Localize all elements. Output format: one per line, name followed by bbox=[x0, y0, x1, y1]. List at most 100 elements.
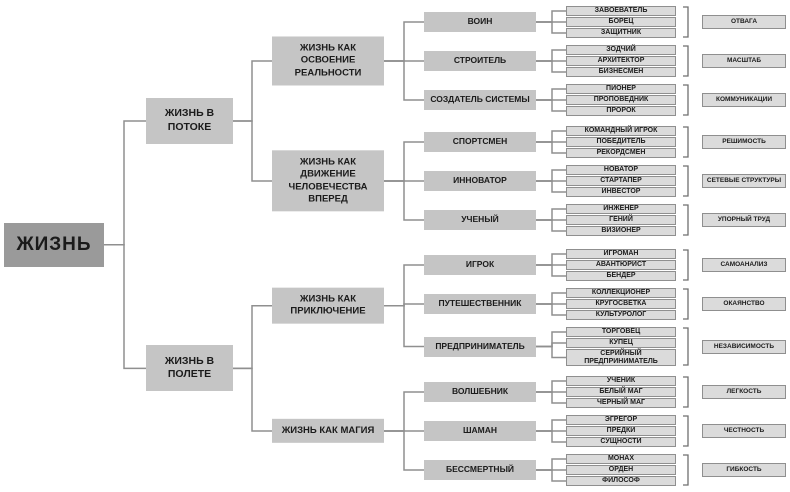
leaf-box: ИГРОМАН bbox=[566, 249, 676, 259]
role-box: СТРОИТЕЛЬ bbox=[424, 51, 536, 71]
connector-line bbox=[536, 419, 566, 432]
leaf-box: КРУГОСВЕТКА bbox=[566, 299, 676, 309]
leaf-box: БИЗНЕСМЕН bbox=[566, 67, 676, 77]
role-box: ВОИН bbox=[424, 12, 536, 32]
leaf-box: ЭГРЕГОР bbox=[566, 415, 676, 425]
leaf-box: ИНВЕСТОР bbox=[566, 187, 676, 197]
leaf-box: СТАРТАПЕР bbox=[566, 176, 676, 186]
value-box: СЕТЕВЫЕ СТРУКТУРЫ bbox=[702, 174, 786, 188]
leaf-box: БЕНДЕР bbox=[566, 271, 676, 281]
value-box: КОММУНИКАЦИИ bbox=[702, 93, 786, 107]
value-box: УПОРНЫЙ ТРУД bbox=[702, 213, 786, 227]
connector-line bbox=[536, 292, 566, 305]
connector-line bbox=[536, 469, 566, 482]
connector-line bbox=[104, 120, 146, 246]
connector-line bbox=[536, 264, 566, 277]
connector-line bbox=[536, 180, 566, 193]
group-bracket bbox=[683, 249, 689, 281]
group-bracket bbox=[683, 126, 689, 158]
connector-line bbox=[536, 219, 566, 232]
group-bracket bbox=[683, 454, 689, 486]
role-box: ПУТЕШЕСТВЕННИК bbox=[424, 294, 536, 314]
role-box: ШАМАН bbox=[424, 421, 536, 441]
group-bracket bbox=[683, 327, 689, 366]
connector-line bbox=[384, 430, 424, 471]
value-box: НЕЗАВИСИМОСТЬ bbox=[702, 339, 786, 354]
root-box: ЖИЗНЬ bbox=[4, 222, 104, 267]
connector-line bbox=[536, 88, 566, 101]
leaf-box: ЧЕРНЫЙ МАГ bbox=[566, 398, 676, 408]
connector-line bbox=[536, 141, 566, 154]
group-bracket bbox=[683, 84, 689, 116]
connector-line bbox=[233, 60, 272, 122]
connector-line bbox=[536, 391, 566, 404]
role-box: ИГРОК bbox=[424, 255, 536, 275]
value-box: ЧЕСТНОСТЬ bbox=[702, 424, 786, 438]
value-box: ЛЕГКОСТЬ bbox=[702, 385, 786, 399]
leaf-box: СУЩНОСТИ bbox=[566, 437, 676, 447]
group-bracket bbox=[683, 288, 689, 320]
connector-line bbox=[384, 391, 424, 432]
leaf-box: ПИОНЕР bbox=[566, 84, 676, 94]
leaf-box: БЕЛЫЙ МАГ bbox=[566, 387, 676, 397]
role-box: ИННОВАТОР bbox=[424, 171, 536, 191]
connector-line bbox=[536, 169, 566, 182]
group-bracket bbox=[683, 165, 689, 197]
connector-line bbox=[536, 21, 566, 34]
value-box: ОТВАГА bbox=[702, 15, 786, 29]
connector-line bbox=[104, 243, 146, 370]
role-box: БЕССМЕРТНЫЙ bbox=[424, 460, 536, 480]
connector-line bbox=[384, 141, 424, 182]
group-bracket bbox=[683, 6, 689, 38]
connector-line bbox=[536, 10, 566, 23]
leaf-box: УЧЕНИК bbox=[566, 376, 676, 386]
level2-box: ЖИЗНЬ В ПОЛЕТЕ bbox=[146, 345, 233, 392]
value-box: ГИБКОСТЬ bbox=[702, 463, 786, 477]
leaf-box: ЗОДЧИЙ bbox=[566, 45, 676, 55]
level3-box: ЖИЗНЬ КАК ОСВОЕНИЕ РЕАЛЬНОСТИ bbox=[272, 36, 384, 86]
leaf-box: КОМАНДНЫЙ ИГРОК bbox=[566, 126, 676, 136]
connector-line bbox=[384, 180, 424, 221]
leaf-box: ПРОРОК bbox=[566, 106, 676, 116]
leaf-box: ОРДЕН bbox=[566, 465, 676, 475]
value-box: РЕШИМОСТЬ bbox=[702, 135, 786, 149]
leaf-box: РЕКОРДСМЕН bbox=[566, 148, 676, 158]
leaf-box: ПРЕДКИ bbox=[566, 426, 676, 436]
connector-line bbox=[536, 345, 566, 359]
connector-line bbox=[536, 331, 566, 348]
role-box: УЧЕНЫЙ bbox=[424, 210, 536, 230]
leaf-box: ИНЖЕНЕР bbox=[566, 204, 676, 214]
connector-line bbox=[233, 120, 272, 182]
leaf-box: ПРОПОВЕДНИК bbox=[566, 95, 676, 105]
value-box: САМОАНАЛИЗ bbox=[702, 258, 786, 272]
leaf-box: МОНАХ bbox=[566, 454, 676, 464]
leaf-box: ФИЛОСОФ bbox=[566, 476, 676, 486]
role-box: ПРЕДПРИНИМАТЕЛЬ bbox=[424, 336, 536, 357]
leaf-box: КОЛЛЕКЦИОНЕР bbox=[566, 288, 676, 298]
connector-line bbox=[536, 130, 566, 143]
group-bracket bbox=[683, 204, 689, 236]
value-box: МАСШТАБ bbox=[702, 54, 786, 68]
leaf-box: СЕРИЙНЫЙ ПРЕДПРИНИМАТЕЛЬ bbox=[566, 349, 676, 366]
leaf-box: ВИЗИОНЕР bbox=[566, 226, 676, 236]
connector-line bbox=[384, 60, 424, 101]
connector-line bbox=[536, 60, 566, 73]
leaf-box: АВАНТЮРИСТ bbox=[566, 260, 676, 270]
connector-line bbox=[536, 458, 566, 471]
group-bracket bbox=[683, 376, 689, 408]
leaf-box: КУЛЬТУРОЛОГ bbox=[566, 310, 676, 320]
connector-line bbox=[536, 49, 566, 62]
leaf-box: ЗАЩИТНИК bbox=[566, 28, 676, 38]
role-box: СОЗДАТЕЛЬ СИСТЕМЫ bbox=[424, 90, 536, 110]
connector-line bbox=[384, 305, 424, 348]
connector-line bbox=[536, 380, 566, 393]
leaf-box: НОВАТОР bbox=[566, 165, 676, 175]
connector-line bbox=[233, 367, 272, 432]
leaf-box: ЗАВОЕВАТЕЛЬ bbox=[566, 6, 676, 16]
leaf-box: БОРЕЦ bbox=[566, 17, 676, 27]
connector-line bbox=[536, 303, 566, 316]
level3-box: ЖИЗНЬ КАК ДВИЖЕНИЕ ЧЕЛОВЕЧЕСТВА ВПЕРЕД bbox=[272, 150, 384, 212]
connector-line bbox=[536, 253, 566, 266]
connector-line bbox=[536, 99, 566, 112]
